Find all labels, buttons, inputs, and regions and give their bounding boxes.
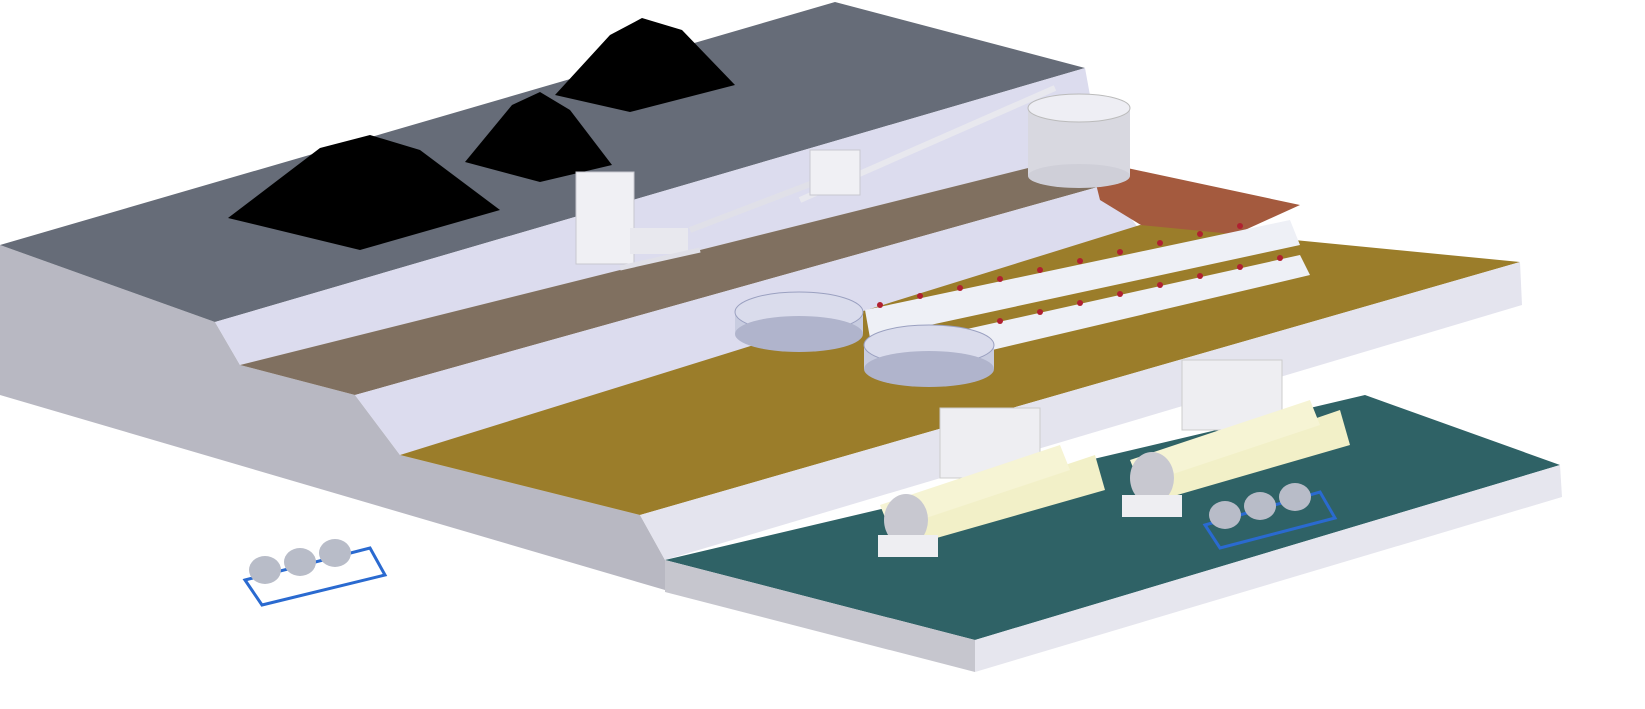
- road-strip: [240, 150, 1105, 395]
- conveyor: [619, 247, 701, 271]
- crusher-building: [575, 171, 635, 265]
- spiral-classifier-frames: [249, 483, 1311, 584]
- pond-surface: [665, 395, 1560, 640]
- storage-tank-bottom: [1028, 164, 1130, 188]
- ochre-front-face: [640, 262, 1522, 560]
- flotation-cell-bank: [940, 255, 1310, 360]
- flotation-cells: [877, 223, 1283, 333]
- grinding-mill-group: [878, 407, 1105, 557]
- pond-right-face: [975, 465, 1562, 672]
- terrace-left-side: [0, 245, 665, 590]
- rust-area: [1090, 160, 1300, 255]
- flotation-cell-bank: [865, 220, 1300, 338]
- grinding-mill-group: [1122, 359, 1350, 517]
- stockpile: [555, 18, 735, 112]
- thickener-tank: [734, 291, 864, 352]
- stockpile: [465, 92, 612, 182]
- pond-front-face: [665, 560, 975, 672]
- slope-upper: [215, 68, 1100, 365]
- stockpile: [228, 135, 500, 250]
- crusher-platform: [630, 228, 688, 254]
- screen-house: [809, 149, 861, 196]
- storage-tank-top: [1027, 93, 1131, 123]
- thickener-tank: [863, 324, 995, 387]
